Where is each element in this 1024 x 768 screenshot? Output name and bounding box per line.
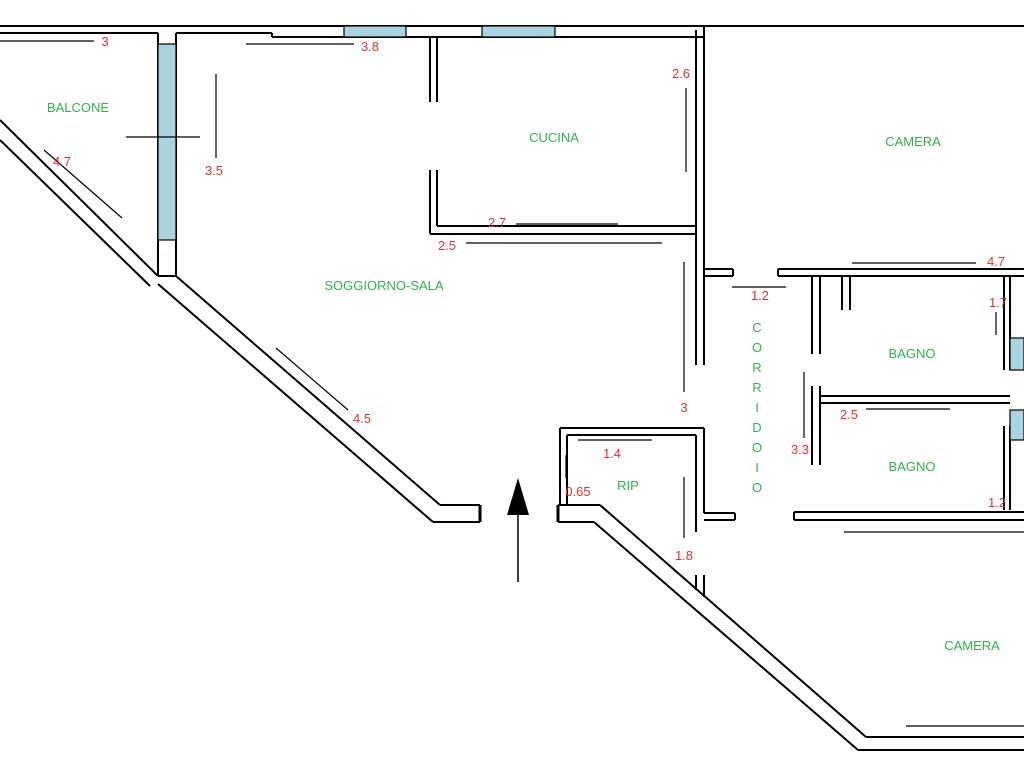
- window-top-right: [481, 25, 556, 38]
- dimension-labels: 3 4.7 3.8 3.5 2.6 2.7 2.5 4.5 4.7 1.2 1.…: [53, 34, 1007, 563]
- dim-soggiorno-height: 3.5: [205, 163, 223, 178]
- dim-balcone-diag: 4.7: [53, 154, 71, 169]
- dim-cucina-width: 2.7: [488, 215, 506, 230]
- corridoio-letter: I: [755, 400, 759, 415]
- dimension-lines: [0, 40, 1024, 727]
- room-labels: BALCONE CUCINA CAMERA SOGGIORNO-SALA BAG…: [47, 100, 1000, 653]
- room-label-cucina: CUCINA: [529, 130, 579, 145]
- corridoio-letter: O: [752, 440, 762, 455]
- dim-corridoio-length: 3: [680, 400, 687, 415]
- corridoio-letter: R: [752, 360, 761, 375]
- dim-cucina-height: 2.6: [672, 66, 690, 81]
- corridoio-letter: O: [752, 480, 762, 495]
- corridoio-letter: C: [752, 320, 761, 335]
- dim-soggiorno-diag: 4.5: [353, 411, 371, 426]
- dim-bagni-height: 3.3: [791, 442, 809, 457]
- dim-balcone-width: 3: [101, 34, 108, 49]
- dim-camera-width: 4.7: [987, 254, 1005, 269]
- dim-soggiorno-lower-width: 2.5: [438, 238, 456, 253]
- room-label-rip: RIP: [617, 478, 639, 493]
- room-label-soggiorno: SOGGIORNO-SALA: [324, 278, 444, 293]
- dim-soggiorno-width: 3.8: [361, 39, 379, 54]
- window-balcone: [157, 43, 177, 241]
- dim-entry-depth: 1.8: [675, 548, 693, 563]
- window-bagno-lower: [1009, 409, 1024, 441]
- room-label-camera-bottom: CAMERA: [944, 638, 1000, 653]
- entrance-arrow-icon: [507, 478, 529, 582]
- window-bagno-upper: [1009, 337, 1024, 371]
- dim-bagno-lower-width: 2.5: [840, 407, 858, 422]
- room-label-bagno-upper: BAGNO: [889, 346, 936, 361]
- window-top-left: [343, 25, 407, 38]
- dim-rip-width: 1.4: [603, 446, 621, 461]
- corridoio-letter: O: [752, 340, 762, 355]
- dim-corridoio-width: 1.2: [751, 288, 769, 303]
- room-label-corridoio: C O R R I D O I O: [752, 320, 762, 495]
- dim-rip-depth: 0.65: [565, 484, 590, 499]
- corridoio-letter: R: [752, 380, 761, 395]
- room-label-balcone: BALCONE: [47, 100, 109, 115]
- dim-bagno-lower-height: 1.2: [988, 495, 1006, 510]
- room-label-camera-top: CAMERA: [885, 134, 941, 149]
- room-label-bagno-lower: BAGNO: [889, 459, 936, 474]
- dim-bagno-upper-height: 1.7: [989, 295, 1007, 310]
- walls: [0, 25, 1024, 751]
- corridoio-letter: D: [752, 420, 761, 435]
- corridoio-letter: I: [755, 460, 759, 475]
- windows: [157, 25, 1024, 441]
